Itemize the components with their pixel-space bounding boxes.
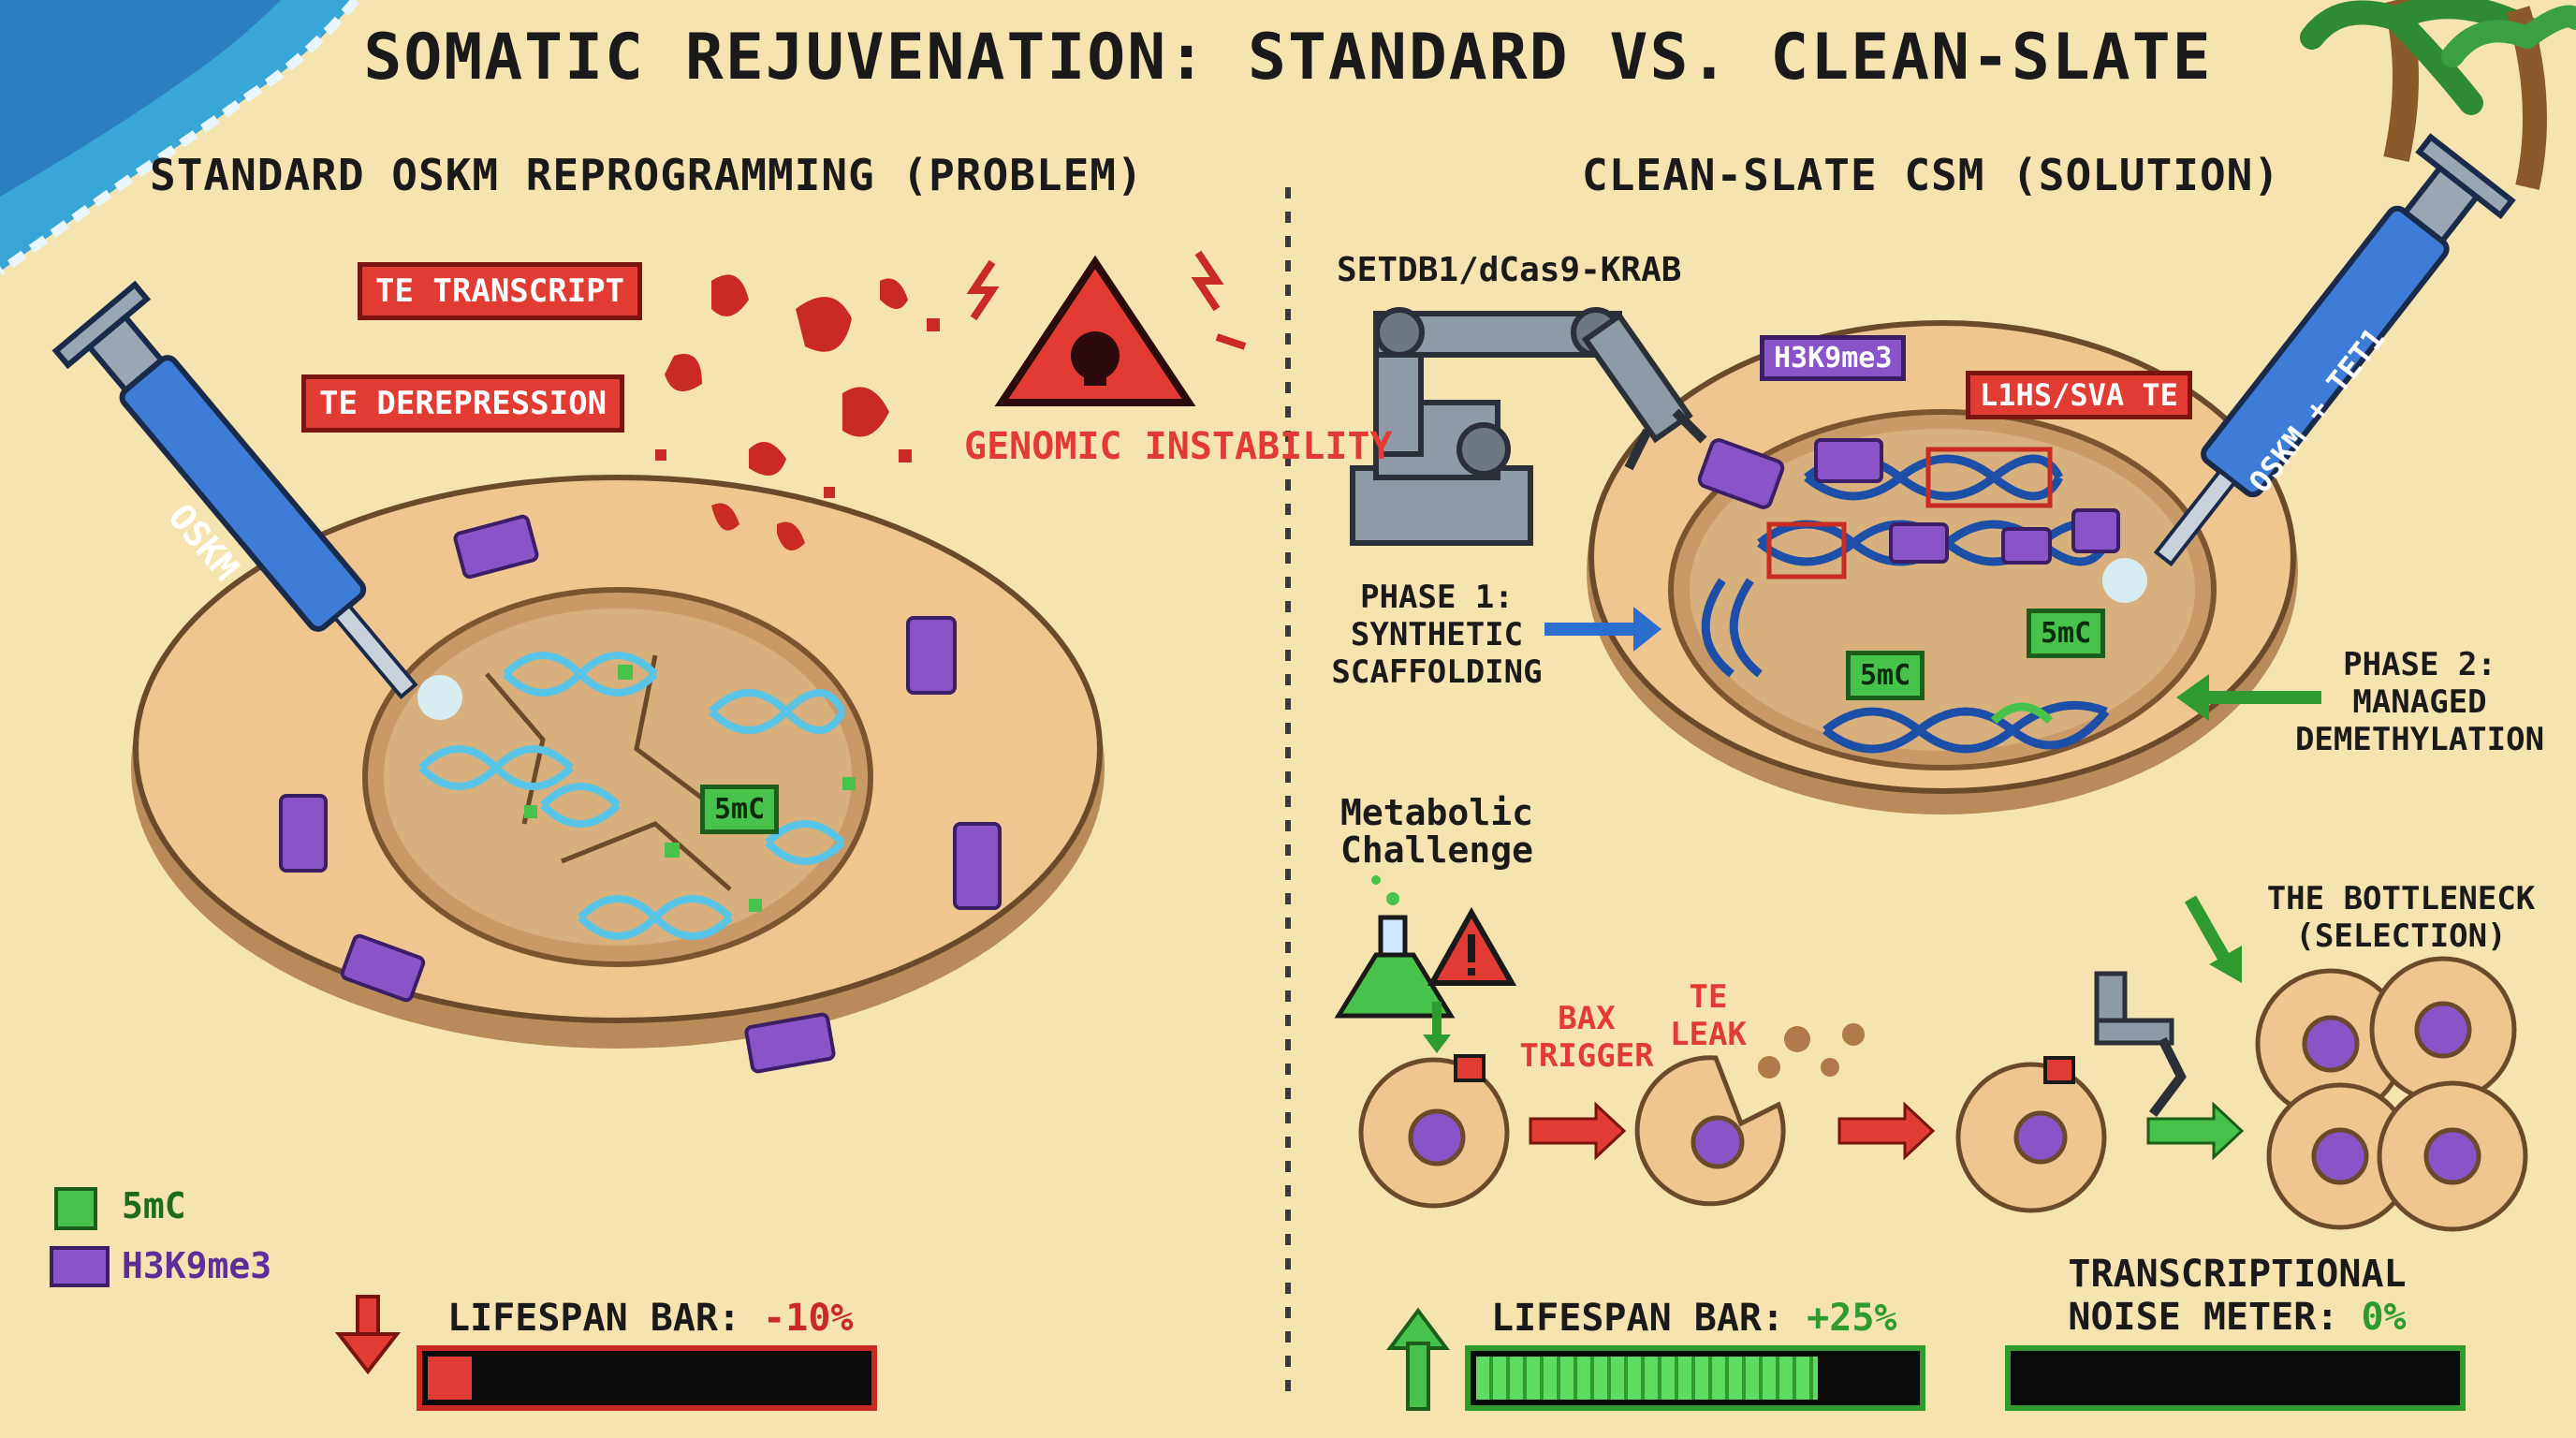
te-leak-label: TE LEAK — [1670, 978, 1747, 1053]
noise-meter-bar — [2005, 1345, 2466, 1411]
left-lifespan-bar — [417, 1345, 877, 1411]
noise-meter-caption: TRANSCRIPTIONAL NOISE METER: 0% — [2003, 1253, 2471, 1339]
right-heading: CLEAN-SLATE CSM (SOLUTION) — [1582, 150, 2281, 200]
legend-label-5mc: 5mC — [122, 1185, 186, 1226]
left-lifespan-label: LIFESPAN BAR: — [447, 1297, 764, 1340]
right-lifespan-caption: LIFESPAN BAR: +25% — [1491, 1297, 1896, 1340]
healthy-cell-cluster — [2255, 956, 2528, 1232]
flask-icon — [1334, 875, 1456, 1019]
legend-swatch-h3k9me3 — [50, 1246, 110, 1287]
phase1-label: PHASE 1: SYNTHETIC SCAFFOLDING — [1331, 579, 1543, 691]
tag-5mc-right-b: 5mC — [2027, 609, 2106, 658]
right-lifespan-fill — [1476, 1357, 1818, 1400]
noise-meter-label: TRANSCRIPTIONAL NOISE METER: — [2068, 1253, 2407, 1339]
palm-tree-icon — [2300, 0, 2576, 190]
genomic-instability-label: GENOMIC INSTABILITY — [964, 425, 1393, 468]
callout-te-derepression: TE DEREPRESSION — [301, 374, 625, 433]
down-arrow-icon — [334, 1295, 402, 1375]
left-heading: STANDARD OSKM REPROGRAMMING (PROBLEM) — [150, 150, 1144, 200]
left-lifespan-caption: LIFESPAN BAR: -10% — [447, 1297, 853, 1340]
bottleneck-label: THE BOTTLENECK (SELECTION) — [2266, 880, 2536, 955]
callout-te-transcript: TE TRANSCRIPT — [358, 262, 643, 320]
tag-5mc-left: 5mC — [700, 785, 780, 834]
legend-swatch-5mc — [54, 1187, 97, 1230]
right-lifespan-label: LIFESPAN BAR: — [1491, 1297, 1808, 1340]
robot-label: SETDB1/dCas9-KRAB — [1337, 251, 1682, 289]
robot-arm-icon — [1350, 307, 1707, 546]
right-lifespan-value: +25% — [1807, 1297, 1897, 1340]
left-lifespan-fill — [428, 1357, 472, 1400]
syringe-icon-right — [2153, 133, 2516, 567]
warning-triangle-icon — [966, 250, 1247, 406]
right-lifespan-bar — [1465, 1345, 1925, 1411]
page-title: SOMATIC REJUVENATION: STANDARD VS. CLEAN… — [363, 21, 2213, 95]
left-lifespan-value: -10% — [763, 1297, 854, 1340]
phase2-label: PHASE 2: MANAGED DEMETHYLATION — [2294, 646, 2545, 758]
bax-trigger-label: BAX TRIGGER — [1519, 1000, 1654, 1075]
tag-l1hs-sva-te: L1HS/SVA TE — [1966, 371, 2192, 419]
warning-icon-small — [1427, 906, 1517, 986]
metabolic-challenge-label: Metabolic Challenge — [1340, 792, 1533, 871]
noise-meter-value: 0% — [2361, 1296, 2407, 1339]
tag-5mc-right-a: 5mC — [1846, 651, 1925, 700]
tag-h3k9me3: H3K9me3 — [1760, 335, 1907, 381]
up-arrow-icon — [1386, 1307, 1450, 1411]
syringe-icon-left — [51, 280, 418, 699]
legend-label-h3k9me3: H3K9me3 — [122, 1245, 272, 1286]
